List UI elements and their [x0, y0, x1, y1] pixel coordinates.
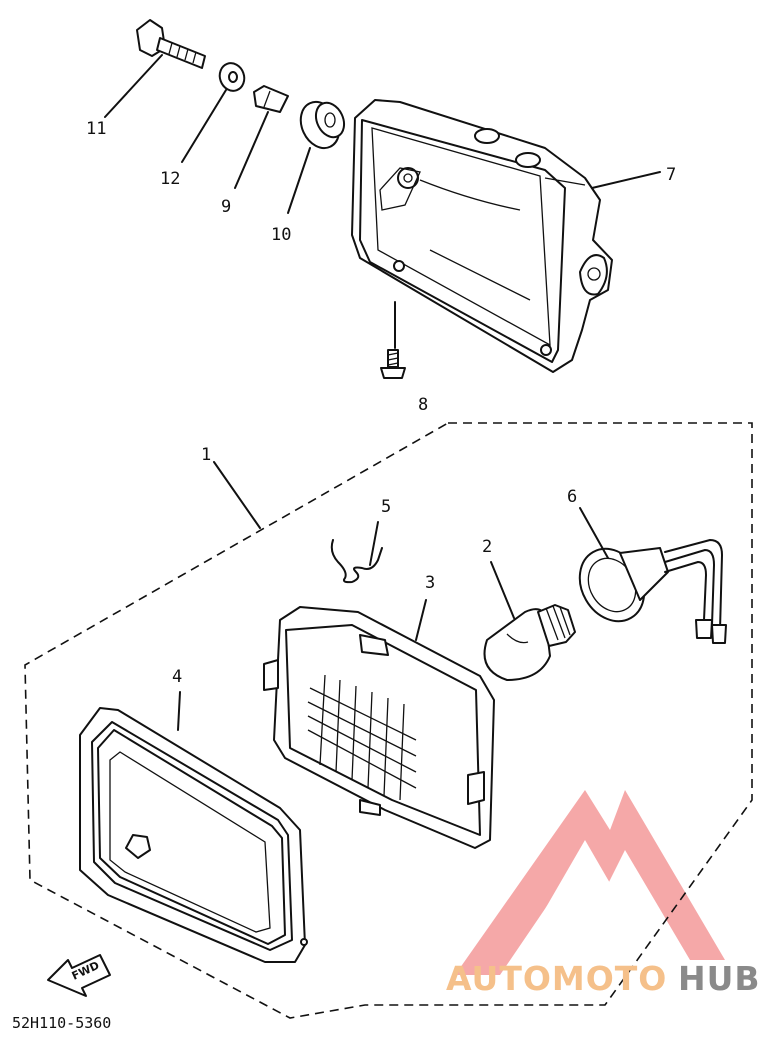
- callout-9: 9: [221, 197, 231, 217]
- callout-labels: 1 2 3 4 5 6 7 8 9 10 11 12: [86, 119, 676, 687]
- bulb-part: [483, 604, 576, 681]
- callout-12: 12: [160, 169, 180, 189]
- callout-11: 11: [86, 119, 106, 139]
- part-code-label: 52H110-5360: [12, 1014, 111, 1032]
- socket-part: [578, 539, 727, 644]
- watermark-logo: [455, 790, 725, 975]
- bolt-part: [136, 19, 206, 69]
- collar-part: [253, 85, 289, 113]
- callout-8: 8: [418, 395, 428, 415]
- watermark-brand-part1: AUTOMOTO: [446, 959, 667, 998]
- callout-4: 4: [172, 667, 182, 687]
- callout-1: 1: [201, 445, 211, 465]
- headlight-lens-unit: [263, 606, 495, 849]
- callout-3: 3: [425, 573, 435, 593]
- fwd-arrow-marker: FWD: [47, 954, 111, 997]
- assembly-outline: [24, 422, 753, 1019]
- callout-7: 7: [666, 165, 676, 185]
- leader-lines: [104, 54, 661, 731]
- callout-6: 6: [567, 487, 577, 507]
- grommet-part: [299, 100, 346, 150]
- callout-2: 2: [482, 537, 492, 557]
- spring-part: [330, 539, 383, 584]
- screw-part: [380, 349, 406, 379]
- headlight-housing: [351, 99, 613, 373]
- callout-10: 10: [271, 225, 291, 245]
- watermark-text: AUTOMOTO HUB: [446, 959, 761, 998]
- watermark-brand-part2: HUB: [678, 959, 761, 998]
- headlight-rim: [79, 707, 308, 963]
- callout-5: 5: [381, 497, 391, 517]
- washer-part: [218, 62, 246, 92]
